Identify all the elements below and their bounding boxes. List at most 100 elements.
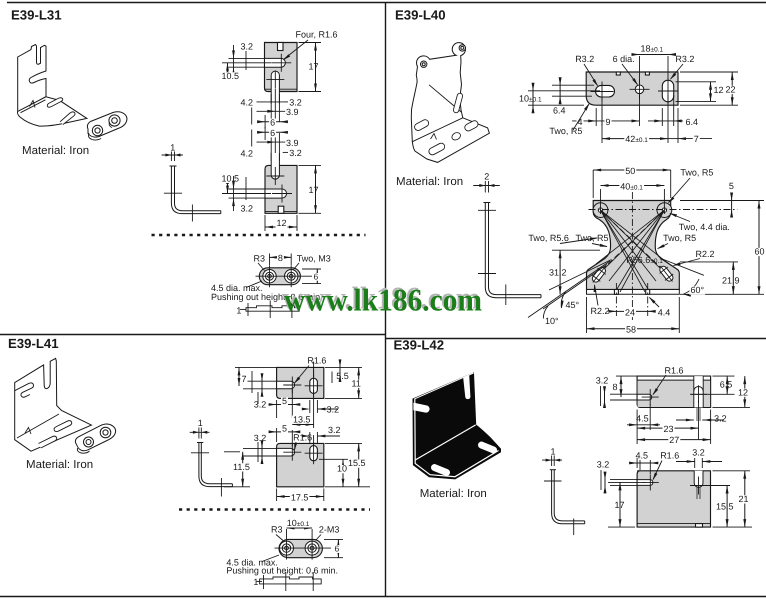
svg-text:9: 9 [606, 117, 611, 127]
svg-text:3.2: 3.2 [254, 433, 267, 443]
svg-text:Two, R5: Two, R5 [549, 126, 582, 136]
svg-text:4.5: 4.5 [636, 414, 649, 424]
svg-text:1: 1 [170, 143, 175, 153]
svg-text:40±0.1: 40±0.1 [620, 181, 643, 191]
svg-text:45°: 45° [566, 300, 580, 310]
svg-text:21: 21 [739, 494, 749, 504]
svg-text:R2.2: R2.2 [696, 249, 715, 259]
svg-text:10±0.1: 10±0.1 [287, 518, 310, 528]
svg-text:17.5: 17.5 [291, 492, 309, 502]
svg-text:8: 8 [278, 253, 283, 263]
svg-text:10: 10 [337, 464, 347, 474]
svg-text:3.2: 3.2 [241, 204, 254, 214]
svg-text:6.4: 6.4 [553, 106, 566, 116]
svg-text:10°: 10° [545, 316, 559, 326]
svg-text:15.5: 15.5 [348, 458, 366, 468]
svg-text:3.9: 3.9 [286, 138, 299, 148]
svg-text:2-M3: 2-M3 [319, 525, 340, 535]
svg-text:3.2: 3.2 [597, 460, 610, 470]
svg-text:12: 12 [738, 387, 748, 397]
svg-text:3.2: 3.2 [254, 400, 267, 410]
svg-text:12: 12 [277, 218, 287, 228]
svg-text:R3: R3 [271, 525, 283, 535]
svg-text:21.9: 21.9 [722, 276, 740, 286]
svg-text:5: 5 [282, 396, 287, 406]
svg-text:17: 17 [309, 62, 319, 72]
svg-text:3.2: 3.2 [596, 376, 609, 386]
svg-text:R3.2: R3.2 [675, 54, 694, 64]
svg-text:R1.6: R1.6 [660, 450, 679, 460]
svg-text:6.4: 6.4 [686, 117, 699, 127]
svg-text:R1.6: R1.6 [293, 433, 312, 443]
svg-text:6: 6 [270, 128, 275, 138]
svg-text:1: 1 [236, 305, 241, 315]
svg-text:R3: R3 [254, 254, 266, 264]
svg-text:17: 17 [309, 185, 319, 195]
svg-text:6.5: 6.5 [720, 379, 733, 389]
svg-text:11: 11 [352, 378, 361, 388]
svg-text:15.5: 15.5 [716, 502, 734, 512]
svg-text:23: 23 [664, 424, 674, 434]
svg-text:Two, R5: Two, R5 [576, 233, 609, 243]
svg-text:E39-L31: E39-L31 [11, 8, 62, 23]
svg-text:13.5: 13.5 [293, 414, 311, 424]
svg-text:E39-L42: E39-L42 [394, 338, 445, 353]
svg-text:60: 60 [755, 247, 765, 257]
svg-text:4.4: 4.4 [658, 308, 671, 318]
svg-text:4: 4 [578, 117, 583, 127]
svg-text:6: 6 [314, 271, 319, 281]
svg-text:Two, M3: Two, M3 [297, 253, 331, 263]
svg-text:2: 2 [484, 172, 489, 182]
svg-text:3.9: 3.9 [286, 107, 299, 117]
svg-text:Pushing out height: 0.6 min.: Pushing out height: 0.6 min. [211, 292, 323, 302]
svg-text:3.2: 3.2 [692, 448, 705, 458]
svg-text:1: 1 [198, 418, 203, 428]
svg-text:R1.6: R1.6 [307, 355, 326, 365]
svg-text:6: 6 [270, 117, 275, 127]
svg-text:E39-L41: E39-L41 [8, 336, 59, 351]
svg-text:31.2: 31.2 [549, 267, 567, 277]
svg-text:3.2: 3.2 [714, 414, 727, 424]
svg-text:R3.2: R3.2 [575, 54, 594, 64]
svg-text:Material: Iron: Material: Iron [22, 145, 89, 157]
svg-text:3.2: 3.2 [241, 42, 254, 52]
svg-text:Material: Iron: Material: Iron [26, 459, 93, 471]
svg-text:R2.2: R2.2 [591, 306, 610, 316]
svg-text:Two, 4.4 dia.: Two, 4.4 dia. [679, 222, 730, 232]
svg-text:24: 24 [625, 308, 635, 318]
svg-text:3.2: 3.2 [327, 405, 340, 415]
svg-text:4.2: 4.2 [241, 98, 254, 108]
svg-text:Pushing out height: 0.6 min.: Pushing out height: 0.6 min. [226, 566, 338, 576]
svg-text:5: 5 [729, 181, 734, 191]
svg-text:1: 1 [551, 447, 556, 457]
svg-text:Four, R1.6: Four, R1.6 [296, 30, 338, 40]
svg-text:3.2: 3.2 [289, 98, 302, 108]
svg-text:18±0.1: 18±0.1 [641, 44, 664, 54]
svg-text:58: 58 [626, 325, 636, 335]
svg-text:7: 7 [242, 374, 247, 384]
svg-text:7: 7 [694, 134, 699, 144]
svg-text:11.5: 11.5 [233, 462, 250, 472]
svg-text:42±0.1: 42±0.1 [625, 134, 648, 144]
svg-text:www.lk186.com: www.lk186.com [284, 283, 482, 318]
svg-text:6: 6 [335, 544, 340, 554]
svg-text:12: 12 [714, 85, 724, 95]
svg-text:10.5: 10.5 [222, 71, 240, 81]
svg-text:10±0.1: 10±0.1 [519, 94, 542, 104]
svg-text:4.2: 4.2 [241, 149, 254, 159]
svg-text:6 dia.: 6 dia. [613, 54, 635, 64]
svg-text:Material: Iron: Material: Iron [396, 176, 463, 188]
svg-text:4.5: 4.5 [636, 450, 649, 460]
svg-text:3.2: 3.2 [328, 425, 341, 435]
svg-text:E39-L40: E39-L40 [395, 8, 446, 23]
svg-text:4.5 dia. max.: 4.5 dia. max. [211, 283, 263, 293]
svg-text:1: 1 [253, 577, 258, 587]
svg-text:Two, R5.6: Two, R5.6 [528, 233, 569, 243]
svg-text:10.5: 10.5 [222, 174, 240, 184]
svg-text:8: 8 [613, 382, 618, 392]
svg-text:Two, R5: Two, R5 [680, 168, 713, 178]
svg-text:4.5 dia. max.: 4.5 dia. max. [226, 558, 278, 568]
svg-text:5.5: 5.5 [336, 371, 349, 381]
svg-text:5: 5 [282, 423, 287, 433]
svg-text:www.lk186.com: www.lk186.com [282, 281, 480, 316]
